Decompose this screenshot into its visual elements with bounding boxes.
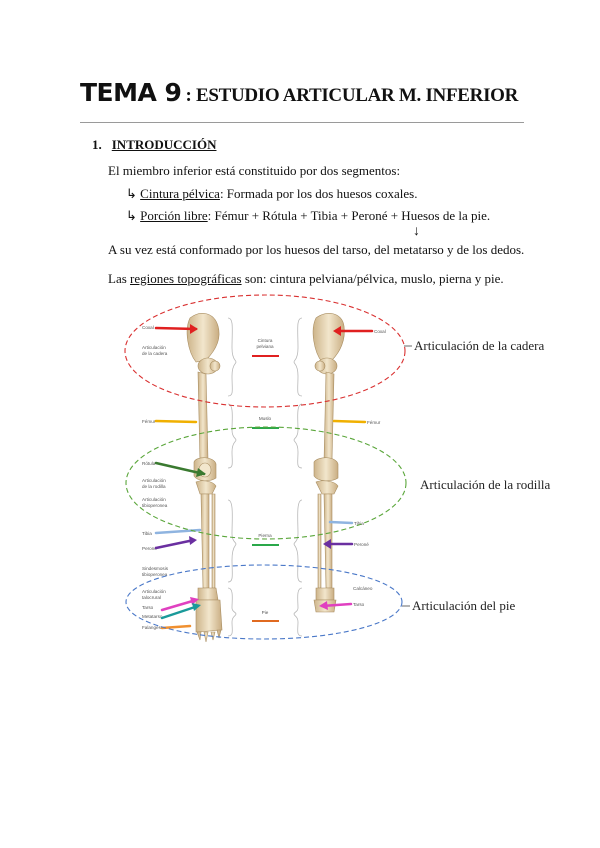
annotation-rodilla: Articulación de la rodilla [420, 477, 551, 492]
right-skeleton [312, 313, 345, 613]
pie-ellipse [125, 564, 403, 640]
right-labels: Coxal Fémur Tibia Peroné Calcáneo Tarso [353, 329, 386, 607]
label-art-tobillo-2: talocrural [142, 595, 161, 600]
label-perone-right: Peroné [354, 542, 369, 547]
bullet-text: : Fémur + Rótula + Tibia + Peroné + Hues… [207, 208, 491, 223]
label-femur-right: Fémur [367, 420, 381, 425]
bullet-mark: ↳ [126, 186, 137, 201]
text-regiones: Las regiones topográficas son: cintura p… [108, 271, 504, 287]
region-braces [227, 317, 303, 637]
rodilla-ellipse [125, 426, 407, 540]
label-art-tibio-1: Articulación [142, 497, 166, 502]
label-cintura-1: Cintura [258, 338, 273, 343]
center-labels: Cintura pelviana Muslo Pierna Pie [252, 338, 279, 622]
bullet-porcion: ↳ Porción libre: Fémur + Rótula + Tibia … [126, 208, 490, 224]
label-sindesmosis-2: tibioperonea [142, 572, 168, 577]
perone-arrow-icon [154, 538, 196, 550]
femur-arrow-icon [154, 419, 198, 424]
left-arrows [154, 324, 206, 630]
text-prefix: Las [108, 271, 131, 286]
label-cintura-2: pelviana [256, 344, 274, 349]
label-art-rodilla-2: de la rodilla [142, 484, 166, 489]
coxal-arrowhead [190, 324, 198, 334]
section-label: INTRODUCCIÓN [111, 137, 217, 152]
bullet-text: : Formada por los dos huesos coxales. [219, 186, 418, 201]
bullet-mark: ↳ [126, 208, 137, 223]
title-number: TEMA 9 [80, 78, 182, 107]
label-femur: Fémur [142, 419, 156, 424]
term-cintura-pelvica: Cintura pélvica [140, 186, 220, 201]
bullet-cintura: ↳ Cintura pélvica: Formada por los dos h… [126, 186, 417, 202]
rotula-arrowhead [196, 468, 206, 477]
falanges-arrow-icon [160, 624, 192, 630]
section-number: 1. [92, 137, 102, 152]
label-pierna: Pierna [258, 533, 272, 538]
text-suffix: son: cintura pelviana/pélvica, muslo, pi… [241, 271, 504, 286]
label-calcaneo-right: Calcáneo [353, 586, 373, 591]
label-tibia: Tibia [142, 531, 152, 536]
label-art-cadera-2: de la cadera [142, 351, 168, 356]
metatarso-arrow-icon [160, 604, 200, 620]
annotation-pie: Articulación del pie [412, 598, 515, 613]
page-title: TEMA 9 : ESTUDIO ARTICULAR M. INFERIOR [80, 78, 518, 107]
label-sindesmosis-1: Sindesmosis [142, 566, 169, 571]
down-arrow-icon: ↓ [413, 224, 420, 239]
label-tibia-right: Tibia [354, 521, 364, 526]
label-tarso: Tarso [142, 605, 154, 610]
perone-arrowhead [189, 536, 197, 545]
label-tarso-right: Tarso [353, 602, 365, 607]
term-regiones: regiones topográficas [130, 271, 242, 286]
text-tarso: A su vez está conformado por los huesos … [108, 242, 525, 257]
cadera-ellipse [124, 294, 406, 408]
left-skeleton [186, 313, 223, 643]
label-coxal: Coxal [142, 325, 154, 330]
label-falanges: Falanges [142, 625, 162, 630]
term-porcion-libre: Porción libre [140, 208, 208, 223]
label-muslo: Muslo [259, 416, 272, 421]
label-coxal-right: Coxal [374, 329, 386, 334]
tarso-arrow-icon [160, 598, 198, 612]
label-art-rodilla-1: Articulación [142, 478, 166, 483]
label-rotula: Rótula [142, 461, 156, 466]
title-rest: : ESTUDIO ARTICULAR M. INFERIOR [185, 85, 519, 106]
annotation-cadera: Articulación de la cadera [414, 338, 545, 353]
tibia-right-arrow-icon [328, 520, 354, 525]
femur-right-arrow-icon [332, 419, 367, 424]
section-heading: 1. INTRODUCCIÓN [92, 137, 216, 153]
label-art-tibio-2: tibioperonea [142, 503, 168, 508]
label-art-tobillo-1: Articulación [142, 589, 166, 594]
left-labels: Coxal Articulación de la cadera Fémur Ró… [142, 325, 169, 630]
label-art-cadera-1: Articulación [142, 345, 166, 350]
title-divider [80, 122, 524, 123]
rotula-arrow-icon [154, 461, 206, 476]
label-metatarso: Metatarso [142, 614, 163, 619]
right-arrows [319, 326, 374, 610]
intro-text: El miembro inferior está constituido por… [108, 163, 401, 178]
label-pie: Pie [262, 610, 269, 615]
coxal-arrow-icon [154, 326, 198, 331]
label-perone: Peroné [142, 546, 157, 551]
